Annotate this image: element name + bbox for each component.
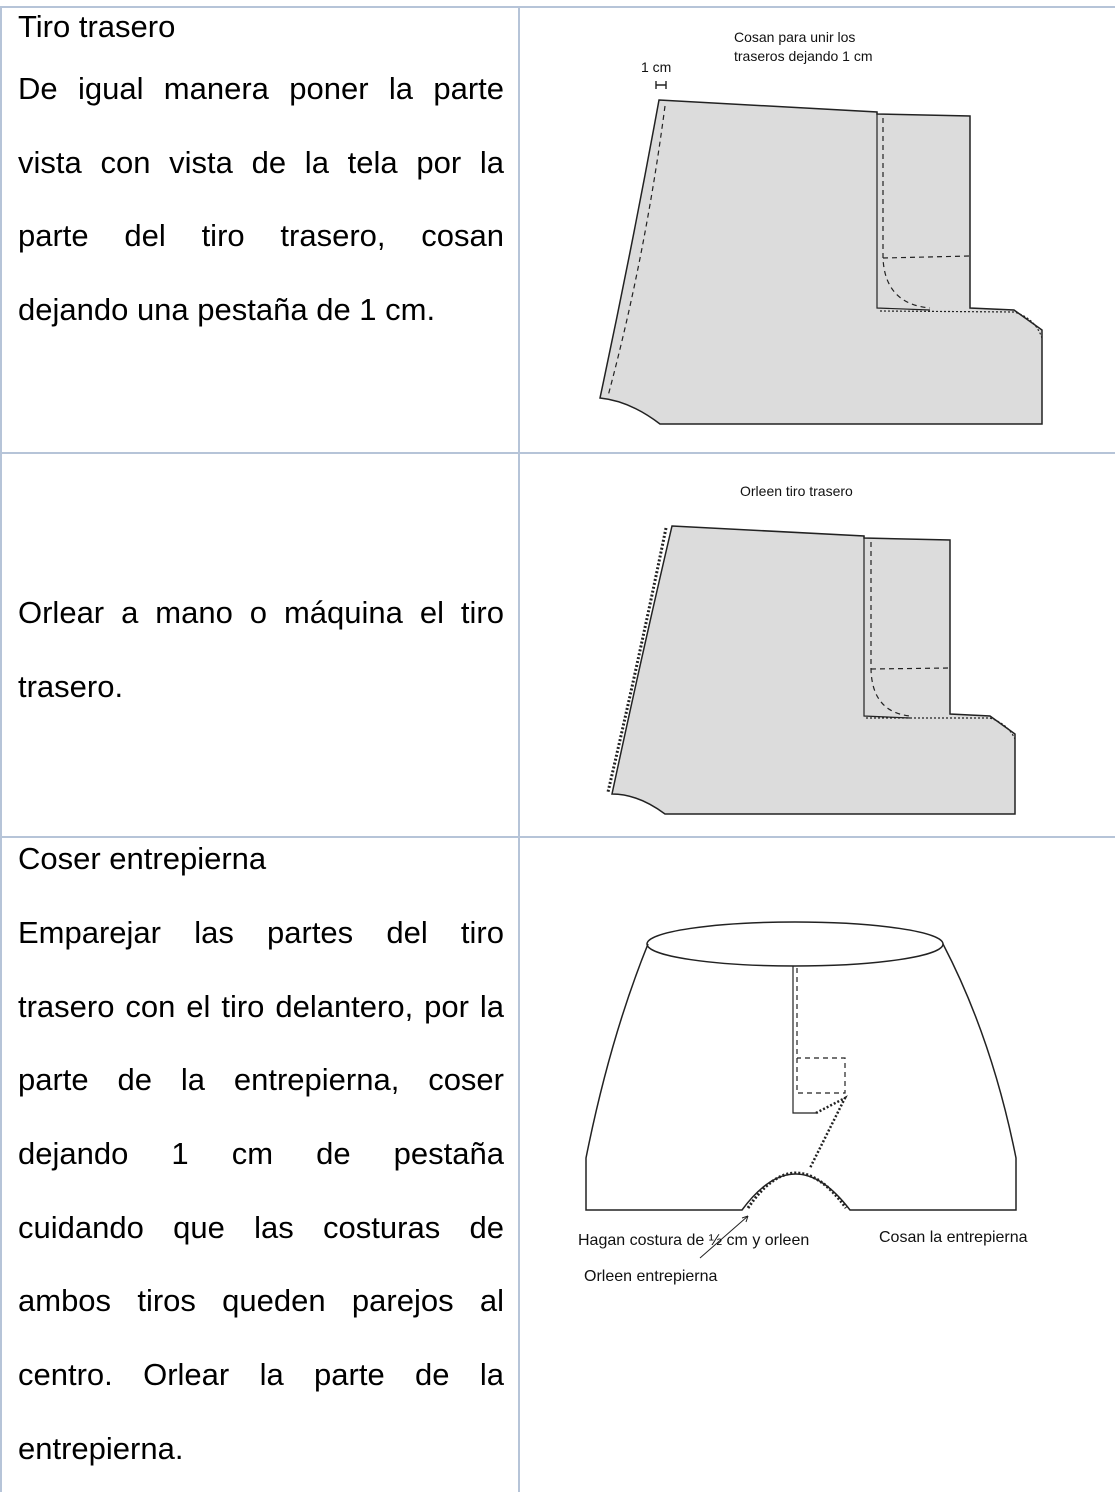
row-3-heading: Coser entrepierna bbox=[18, 841, 267, 876]
back-rise-overlock-diagram: Orleen tiro trasero bbox=[606, 483, 1016, 815]
label-seam: Hagan costura de ½ cm y orleen bbox=[578, 1232, 809, 1249]
fly-stitch-line bbox=[796, 968, 846, 1094]
table-row-divider-2 bbox=[0, 836, 1115, 838]
stitch-line-3 bbox=[607, 105, 666, 397]
table-row-divider-1 bbox=[0, 452, 1115, 454]
row-3-line-4: dejando 1 cm de pestaña bbox=[18, 1136, 504, 1172]
arrow-head-icon bbox=[741, 1215, 749, 1223]
seam-edge-line bbox=[876, 112, 931, 311]
stitch-line-2 bbox=[882, 255, 971, 259]
fly-edge-line bbox=[792, 966, 816, 1114]
row-1-heading: Tiro trasero bbox=[18, 9, 176, 44]
row-1-text-cell: Tiro trasero De igual manera poner la pa… bbox=[18, 6, 504, 347]
row-3-line-8: entrepierna. bbox=[18, 1430, 184, 1466]
table-column-divider bbox=[518, 6, 520, 1492]
row-3-line-3: parte de la entrepierna, coser bbox=[18, 1062, 504, 1098]
row-2-line-1: Orlear a mano o máquina el tiro bbox=[18, 595, 504, 630]
label-crotch: Cosan la entrepierna bbox=[879, 1229, 1028, 1246]
overlock-stitch-icon-2 bbox=[866, 717, 1016, 740]
figure-1-caption-line-1: Cosan para unir los bbox=[734, 29, 855, 45]
stitch-line-5 bbox=[870, 667, 951, 670]
row-2-line-2: trasero. bbox=[18, 668, 124, 704]
row-3-line-5: cuidando que las costuras de bbox=[18, 1209, 504, 1245]
row-3-line-2: trasero con el tiro delantero, por la bbox=[18, 988, 504, 1024]
table-border-left bbox=[0, 6, 2, 1492]
figure-1-caption-line-2: traseros dejando 1 cm bbox=[734, 48, 873, 64]
figure-2-caption: Orleen tiro trasero bbox=[740, 483, 853, 499]
figure-1-measure-label: 1 cm bbox=[641, 59, 671, 75]
row-1-line-4: dejando una pestaña de 1 cm. bbox=[18, 292, 436, 328]
seam-edge-line-2 bbox=[863, 536, 911, 719]
back-rise-sewing-diagram: Cosan para unir los traseros dejando 1 c… bbox=[599, 29, 1043, 425]
row-1-line-3: parte del tiro trasero, cosan bbox=[18, 218, 504, 254]
row-3-line-1: Emparejar las partes del tiro bbox=[18, 915, 504, 950]
crotch-seam-diagram: Hagan costura de ½ cm y orleen Cosan la … bbox=[578, 921, 1028, 1285]
table-border-top bbox=[0, 6, 1115, 8]
label-overlock: Orleen entrepierna bbox=[584, 1268, 718, 1285]
row-1-line-1: De igual manera poner la parte bbox=[18, 71, 504, 106]
shorts-outline bbox=[585, 943, 1017, 1211]
row-3-line-6: ambos tiros queden parejos al bbox=[18, 1283, 504, 1319]
overlock-edge-icon bbox=[606, 527, 668, 793]
stitch-line-1 bbox=[882, 118, 931, 309]
row-3-text-cell: Coser entrepierna Emparejar las partes d… bbox=[18, 838, 504, 1486]
overlock-stitch-icon-3 bbox=[808, 1095, 848, 1169]
pointer-line-1 bbox=[699, 1215, 749, 1259]
measure-mark-icon bbox=[655, 81, 667, 89]
row-3-line-7: centro. Orlear la parte de la bbox=[18, 1357, 504, 1393]
crotch-overlock-icon bbox=[746, 1171, 848, 1209]
row-1-line-2: vista con vista de la tela por la bbox=[18, 144, 504, 180]
back-rise-fabric-piece-2 bbox=[611, 525, 1016, 815]
waistband-opening bbox=[646, 921, 944, 967]
overlock-stitch-icon bbox=[879, 310, 1043, 339]
row-2-text-cell: Orlear a mano o máquina el tiro trasero. bbox=[18, 576, 504, 723]
back-rise-fabric-piece bbox=[599, 99, 1043, 425]
